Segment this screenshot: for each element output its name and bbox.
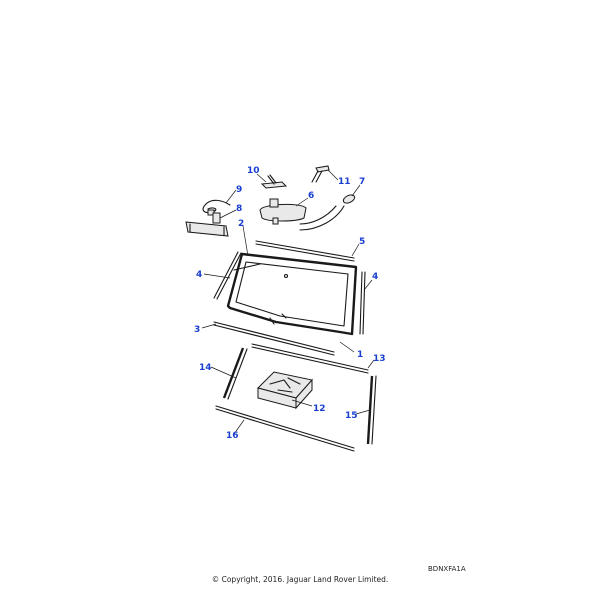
callout-7: 7 (359, 177, 365, 187)
callout-8: 8 (236, 204, 242, 214)
callout-4-right: 4 (372, 272, 378, 282)
callout-14: 14 (199, 363, 212, 373)
callout-9: 9 (236, 185, 242, 195)
part-14-left-trim (222, 347, 248, 400)
callout-10: 10 (247, 166, 260, 176)
part-4-side-mouldings (213, 251, 366, 335)
part-1-windscreen (226, 252, 358, 336)
callout-15: 15 (345, 411, 358, 421)
part-13-cowl-seal (251, 343, 369, 374)
leader-lines (201, 169, 375, 435)
callout-11: 11 (338, 177, 351, 187)
callout-6: 6 (308, 191, 314, 201)
callout-16: 16 (226, 431, 239, 441)
callout-1: 1 (357, 350, 363, 360)
part-10-bracket (260, 174, 288, 189)
callout-2: 2 (238, 219, 244, 229)
part-6-mirror (259, 198, 345, 231)
part-5-top-moulding (255, 240, 355, 262)
part-8-sensor (185, 212, 229, 237)
diagram-ref-code: BDNXFA1A (428, 565, 466, 573)
part-16-bottom-seal (215, 405, 355, 452)
copyright-notice: © Copyright, 2016. Jaguar Land Rover Lim… (211, 575, 389, 584)
callout-12: 12 (313, 404, 326, 414)
part-7-lens (342, 194, 356, 204)
callout-5: 5 (359, 237, 365, 247)
part-12-kit-box (257, 371, 313, 410)
part-3-lower-moulding (213, 321, 335, 356)
callout-4-left: 4 (196, 270, 202, 280)
part-11-clip (311, 165, 330, 183)
callout-13: 13 (373, 354, 386, 364)
callout-3: 3 (194, 325, 200, 335)
